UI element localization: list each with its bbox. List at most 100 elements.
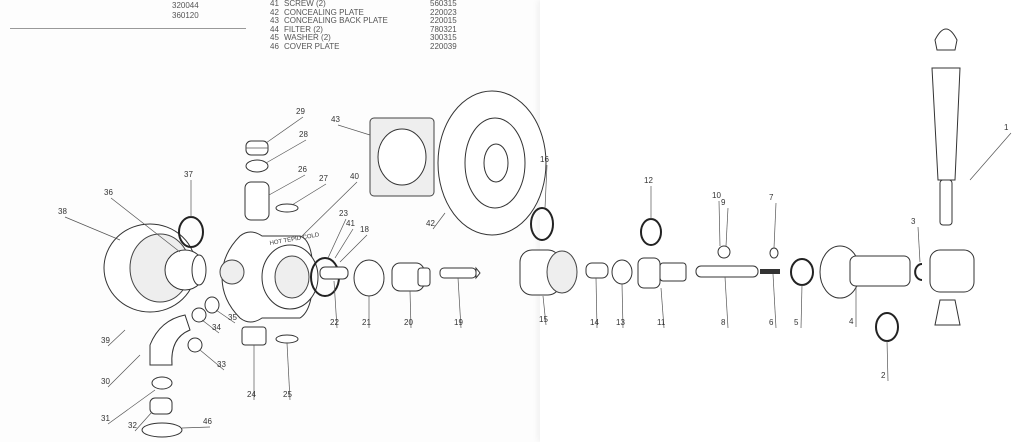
part-no: 44 — [270, 24, 279, 34]
leader-line — [969, 132, 1012, 181]
washer-holder-14 — [585, 262, 609, 279]
leader-line — [286, 342, 291, 401]
washer-27 — [275, 203, 299, 213]
washer-13 — [611, 259, 633, 285]
callout-29: 29 — [296, 107, 305, 116]
o-ring-37 — [178, 216, 204, 248]
part-name: COVER PLATE — [284, 41, 340, 51]
o-ring-12 — [640, 218, 662, 246]
leader-line — [215, 309, 236, 324]
callout-9: 9 — [721, 198, 726, 207]
leader-line — [265, 116, 304, 144]
part-code: 360120 — [172, 11, 199, 20]
leader-line — [268, 174, 306, 196]
part-no: 43 — [270, 16, 279, 26]
screw-6 — [760, 269, 780, 274]
callout-46: 46 — [203, 417, 212, 426]
lever-handle-1 — [929, 28, 975, 326]
callout-7: 7 — [769, 193, 774, 202]
plug-24 — [241, 326, 267, 346]
leader-line — [327, 218, 347, 259]
divider — [10, 28, 246, 29]
sleeve-4 — [819, 245, 911, 299]
leader-line — [64, 216, 121, 241]
part-no: 42 — [270, 7, 279, 17]
part-code: 300315 — [430, 33, 457, 43]
callout-8: 8 — [721, 318, 726, 327]
leader-line — [772, 273, 777, 329]
leader-line — [542, 295, 547, 326]
callout-22: 22 — [330, 318, 339, 327]
callout-1: 1 — [1004, 123, 1009, 132]
elbow-30 — [149, 314, 191, 366]
callout-32: 32 — [128, 421, 137, 430]
part-code: 560315 — [430, 0, 457, 8]
callout-41: 41 — [346, 219, 355, 228]
callout-5: 5 — [794, 318, 799, 327]
callout-18: 18 — [360, 225, 369, 234]
washer-35 — [204, 296, 220, 314]
callout-33: 33 — [217, 360, 226, 369]
callout-39: 39 — [101, 336, 110, 345]
leader-line — [544, 164, 548, 209]
callout-25: 25 — [283, 390, 292, 399]
part-code: 780321 — [430, 24, 457, 34]
leader-line — [621, 283, 624, 329]
callout-26: 26 — [298, 165, 307, 174]
leader-line — [886, 340, 889, 382]
leader-line — [718, 200, 721, 247]
leader-line — [339, 234, 368, 263]
leader-line — [107, 354, 141, 388]
back-plate-43 — [369, 117, 435, 197]
part-no: 45 — [270, 33, 279, 43]
callout-13: 13 — [616, 318, 625, 327]
washer-33 — [187, 337, 203, 353]
o-ring-21 — [353, 259, 385, 297]
nut-34 — [191, 307, 207, 323]
washer-7 — [769, 247, 779, 259]
leader-line — [917, 226, 921, 263]
leader-line — [334, 228, 354, 259]
callout-23: 23 — [339, 209, 348, 218]
part-name: CONCEALING PLATE — [284, 7, 364, 17]
callout-20: 20 — [404, 318, 413, 327]
part-code: 320044 — [172, 1, 199, 10]
part-code: 220015 — [430, 16, 457, 26]
part-code: 220039 — [430, 41, 457, 51]
leader-line — [457, 277, 462, 329]
headwork-11 — [637, 257, 687, 289]
callout-27: 27 — [319, 174, 328, 183]
callout-40: 40 — [350, 172, 359, 181]
callout-19: 19 — [454, 318, 463, 327]
leader-line — [333, 280, 338, 329]
part-name: CONCEALING BACK PLATE — [284, 16, 388, 26]
part-codes-left: 320044 360120 — [172, 1, 199, 21]
parts-list-row: 45 WASHER (2) 300315 — [270, 34, 457, 43]
callout-38: 38 — [58, 207, 67, 216]
callout-24: 24 — [247, 390, 256, 399]
leader-line — [409, 290, 412, 329]
callout-10: 10 — [712, 191, 721, 200]
callout-15: 15 — [539, 315, 548, 324]
part-name: FILTER (2) — [284, 24, 323, 34]
leader-line — [660, 287, 665, 329]
leader-line — [201, 319, 220, 334]
bush-10 — [717, 245, 731, 259]
leader-line — [773, 202, 777, 249]
circlip-3 — [914, 263, 923, 281]
leader-line — [291, 183, 327, 206]
part-no: 41 — [270, 0, 279, 8]
callout-3: 3 — [911, 217, 916, 226]
valve-body-40: HOT TEPID COLD — [219, 231, 320, 323]
o-ring-16 — [530, 207, 554, 241]
nut-32 — [149, 397, 173, 415]
part-name: WASHER (2) — [284, 33, 331, 43]
spindle-19 — [439, 266, 481, 280]
leader-line — [181, 426, 211, 429]
leader-line — [800, 284, 803, 329]
bonnet-15 — [519, 249, 578, 296]
